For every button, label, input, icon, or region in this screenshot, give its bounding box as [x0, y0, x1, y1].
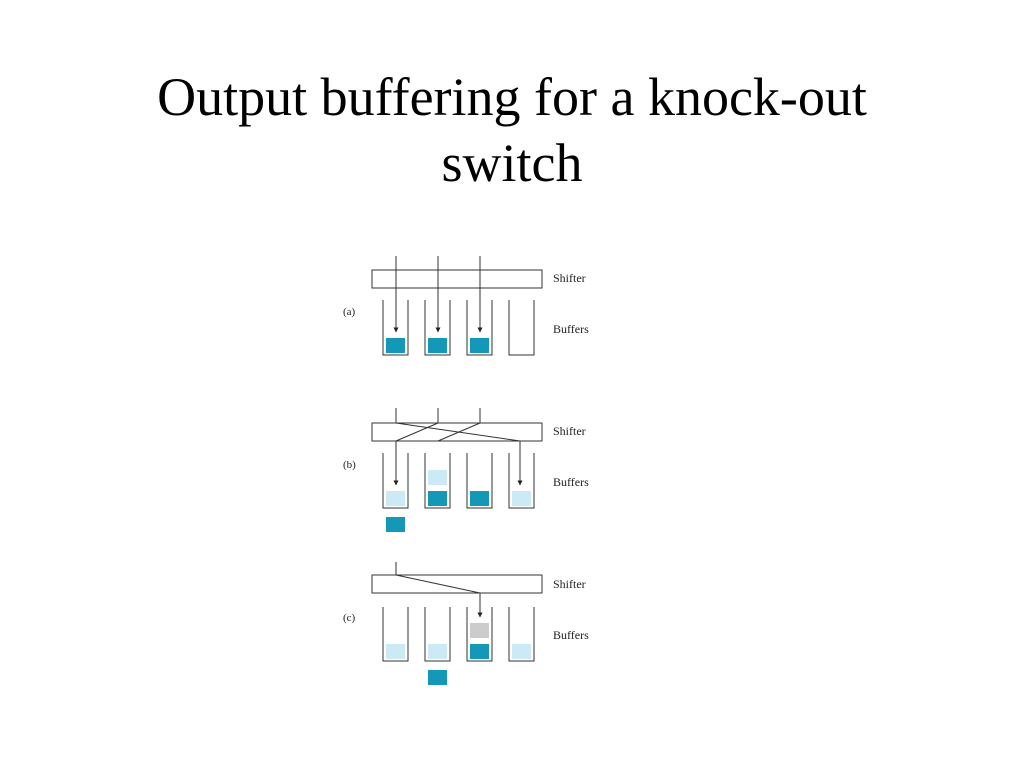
panel-c-cell-buffer-3: [470, 644, 489, 659]
panel-a-cell-buffer-3: [470, 338, 489, 353]
panel-c-buffer-3: [466, 607, 493, 662]
panel-a-buffer-1: [382, 300, 409, 356]
panel-b-buffer-3: [466, 453, 493, 509]
panel-b-cell-buffer-3: [470, 491, 489, 506]
slide-title: Output buffering for a knock-out switch: [0, 64, 1024, 196]
panel-c: (c) Shifter Buffers: [343, 562, 589, 685]
panel-c-cell-light-buffer-1: [386, 644, 405, 659]
panel-b-buffer-1: [382, 453, 409, 509]
panel-c-cell-light-buffer-2: [428, 644, 447, 659]
panel-b: (b) Shifter Buffers: [343, 408, 589, 532]
slide-title-line-2: switch: [441, 133, 583, 193]
panel-a-shifter-label: Shifter: [553, 271, 586, 285]
panel-b-shifter-label: Shifter: [553, 424, 586, 438]
panel-a-buffer-2: [424, 300, 451, 356]
panel-a-cell-buffer-1: [386, 338, 405, 353]
panel-c-buffer-2: [424, 607, 451, 662]
panel-c-cell-grey-buffer-3: [470, 623, 489, 638]
panel-a-label: (a): [343, 306, 356, 318]
slide-title-line-1: Output buffering for a knock-out: [157, 67, 867, 127]
panel-b-route-2-to-1: [395, 422, 439, 442]
panel-a-buffer-3: [466, 300, 493, 356]
panel-c-cell-light-buffer-4: [512, 644, 531, 659]
panel-b-cell-light-buffer-4: [512, 491, 531, 506]
panel-c-buffer-4: [508, 607, 535, 662]
panel-c-buffer-1: [382, 607, 409, 662]
panel-b-buffer-4: [508, 453, 535, 509]
panel-c-route-1-to-3: [395, 574, 481, 594]
panel-c-output-cell: [428, 670, 447, 685]
panel-c-shifter-label: Shifter: [553, 577, 586, 591]
panel-b-cell-buffer-2: [428, 491, 447, 506]
panel-b-route-3-to-2: [437, 422, 481, 442]
panel-b-cell-light-buffer-1: [386, 491, 405, 506]
panel-b-label: (b): [343, 459, 356, 471]
panel-a-buffer-4: [508, 300, 535, 356]
panel-b-shifter-bar: [371, 422, 543, 442]
panel-a-cell-buffer-2: [428, 338, 447, 353]
panel-a-buffers-label: Buffers: [553, 322, 589, 336]
panel-c-buffers-label: Buffers: [553, 628, 589, 642]
panel-c-label: (c): [343, 612, 356, 624]
panel-a-shifter-bar: [371, 269, 543, 289]
panel-b-buffers-label: Buffers: [553, 475, 589, 489]
panel-b-output-cell: [386, 517, 405, 532]
panel-b-cell-light-buffer-2: [428, 470, 447, 485]
panel-b-buffer-2: [424, 453, 451, 509]
panel-c-shifter-bar: [371, 574, 543, 594]
panel-a: (a) Shifter Buffers: [343, 256, 589, 356]
